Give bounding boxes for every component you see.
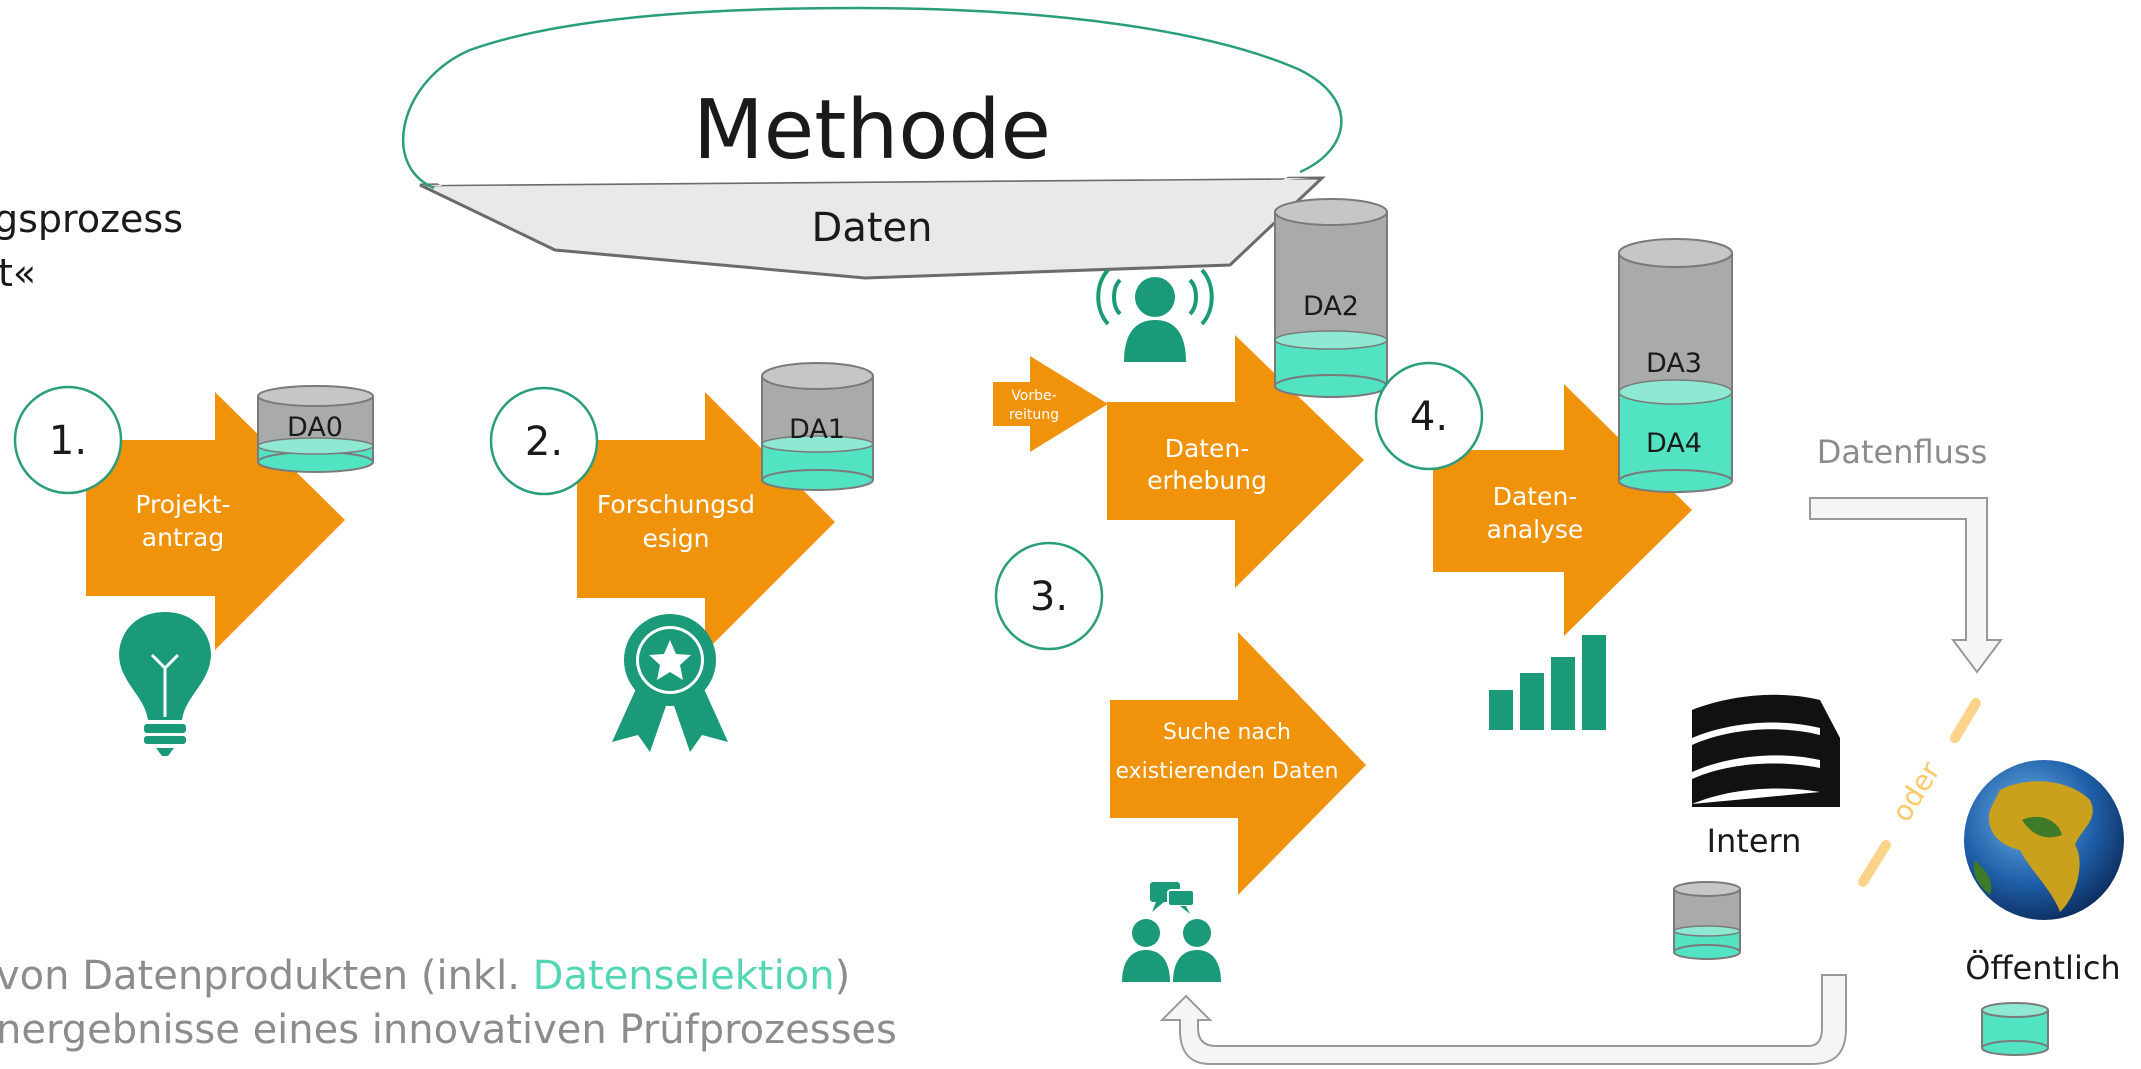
step-3-alt-arrow bbox=[1110, 632, 1366, 895]
step-4-arrow-label-1: Daten- bbox=[1493, 482, 1578, 511]
return-arrow bbox=[1159, 974, 1847, 1065]
oder-divider-bottom bbox=[1858, 840, 1891, 887]
step-2-database-icon bbox=[761, 362, 874, 491]
step-2-arrow-label-1: Forschungsd bbox=[597, 490, 755, 519]
step-4-number-ring bbox=[1374, 361, 1484, 471]
step-2-db-label: DA1 bbox=[789, 414, 845, 445]
step-1: Projekt- antrag 1. DA0 bbox=[13, 385, 374, 756]
building-icon bbox=[1692, 694, 1840, 807]
intern-label: Intern bbox=[1707, 822, 1802, 860]
step-4-number: 4. bbox=[1410, 394, 1448, 440]
step-2-arrow bbox=[577, 392, 835, 652]
step-1-database-icon bbox=[257, 385, 374, 473]
public-label: Öffentlich bbox=[1965, 949, 2120, 987]
title-line-1: gsprozess bbox=[0, 197, 183, 241]
lightbulb-icon bbox=[119, 612, 211, 756]
globe-icon bbox=[1964, 760, 2124, 920]
bottom-text-line-1-prefix: von Datenprodukten (inkl. bbox=[0, 953, 533, 999]
bottom-text-line-1: von Datenprodukten (inkl. Datenselektion… bbox=[0, 953, 850, 999]
oder-label: oder bbox=[1885, 756, 1947, 828]
step-3-arrow-label-2: erhebung bbox=[1147, 466, 1267, 495]
step-4-db-label-lower: DA4 bbox=[1646, 428, 1702, 459]
bottom-text-line-1-suffix: ) bbox=[835, 953, 851, 999]
dataflow-arrow bbox=[1809, 497, 2003, 674]
step-4-database-icon bbox=[1618, 238, 1733, 493]
step-1-arrow-label-2: antrag bbox=[142, 523, 224, 552]
step-4: Daten- analyse 4. DA3 DA4 bbox=[1374, 238, 1733, 730]
step-3-alt-label-1: Suche nach bbox=[1163, 720, 1291, 745]
method-label: Methode bbox=[693, 83, 1051, 178]
step-3: Vorbe- reitung Daten- erhebung Suche nac… bbox=[993, 198, 1388, 982]
method-data-label: Daten bbox=[812, 205, 933, 251]
step-3-prep-label-2: reitung bbox=[1009, 407, 1059, 423]
step-3-number-ring bbox=[994, 541, 1104, 651]
step-4-db-label-upper: DA3 bbox=[1646, 348, 1702, 379]
step-3-number: 3. bbox=[1030, 574, 1068, 620]
step-3-db-label: DA2 bbox=[1303, 291, 1359, 322]
step-4-arrow-label-2: analyse bbox=[1487, 515, 1584, 544]
step-1-arrow-label-1: Projekt- bbox=[135, 490, 230, 519]
step-3-main-arrow bbox=[1107, 335, 1364, 588]
step-2: Forschungsd esign 2. DA1 bbox=[489, 362, 874, 752]
intern-database-icon bbox=[1673, 881, 1741, 960]
bottom-text-highlight: Datenselektion bbox=[533, 953, 835, 999]
step-2-number: 2. bbox=[525, 419, 563, 465]
public-database-icon bbox=[1981, 1002, 2049, 1056]
people-chat-icon bbox=[1122, 882, 1221, 982]
method-bubble: Methode Daten bbox=[393, 6, 1343, 280]
dataflow-label: Datenfluss bbox=[1817, 433, 1988, 471]
step-3-prep-label-1: Vorbe- bbox=[1011, 388, 1056, 404]
step-1-number: 1. bbox=[49, 418, 87, 464]
step-3-alt-label-2: existierenden Daten bbox=[1115, 759, 1338, 784]
bottom-text-line-2: nergebnisse eines innovativen Prüfprozes… bbox=[0, 1007, 897, 1053]
step-2-arrow-label-2: esign bbox=[642, 524, 709, 553]
step-3-database-icon bbox=[1274, 198, 1388, 398]
bar-chart-icon bbox=[1489, 635, 1606, 730]
oder-divider-top bbox=[1950, 698, 1981, 743]
person-broadcast-icon bbox=[1096, 268, 1214, 362]
step-1-db-label: DA0 bbox=[287, 412, 343, 443]
step-1-number-ring bbox=[13, 385, 123, 495]
step-3-arrow-label-1: Daten- bbox=[1165, 434, 1250, 463]
award-ribbon-icon bbox=[612, 614, 728, 752]
step-2-number-ring bbox=[489, 386, 599, 496]
title-line-2: t« bbox=[0, 251, 36, 295]
step-3-prep-arrow bbox=[993, 356, 1108, 452]
